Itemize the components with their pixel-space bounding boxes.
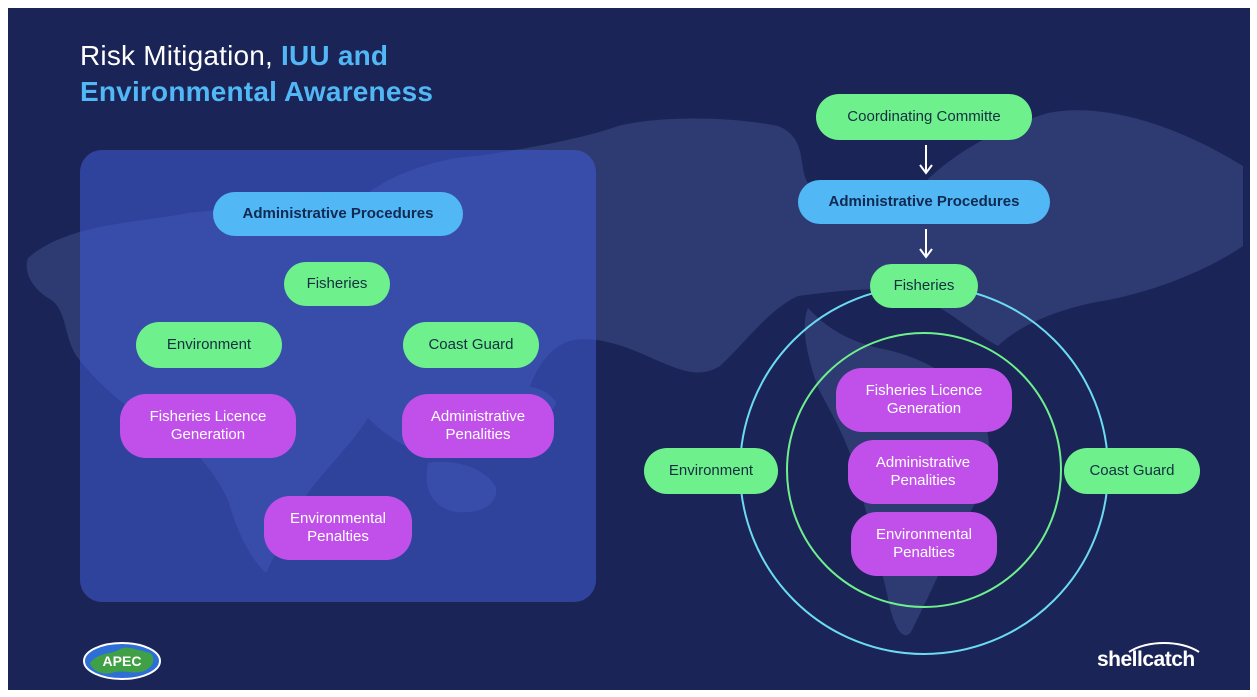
page-title: Risk Mitigation, IUU and Environmental A… (80, 38, 433, 110)
right-coordinating-committe-node: Coordinating Committe (816, 94, 1032, 140)
right-administrative-procedures-node: Administrative Procedures (798, 180, 1050, 224)
title-part-2: IUU and (281, 40, 389, 71)
right-coast-guard-node: Coast Guard (1064, 448, 1200, 494)
left-environmental-penalties-line-1: Environmental (290, 510, 386, 527)
right-environmental-penalties-line-1: Environmental (876, 526, 972, 543)
left-coast-guard-node: Coast Guard (403, 322, 539, 368)
right-environmental-penalties-line-2: Penalties (893, 544, 955, 561)
right-fisheries-node: Fisheries (870, 264, 978, 308)
slide: Risk Mitigation, IUU and Environmental A… (8, 8, 1250, 690)
right-fisheries-licence-line-2: Generation (886, 400, 962, 417)
inner-ring (786, 332, 1062, 608)
apec-logo-text: APEC (103, 653, 142, 669)
left-environmental-penalties-line-2: Penalties (307, 528, 369, 545)
title-part-1: Risk Mitigation, (80, 40, 282, 71)
right-administrative-penalities-line-1: Administrative (875, 454, 971, 471)
left-administrative-penalities-line-1: Administrative (430, 408, 526, 425)
right-environment-node: Environment (644, 448, 778, 494)
arrow-down-icon (919, 229, 933, 259)
apec-logo: APEC (83, 642, 161, 680)
left-fisheries-licence-line-2: Generation (170, 426, 246, 443)
title-part-3: Environmental Awareness (80, 76, 434, 107)
shellcatch-arc-icon (1128, 642, 1200, 653)
left-administrative-penalities-line-2: Penalities (445, 426, 511, 443)
left-fisheries-licence-line-1: Fisheries Licence (149, 408, 267, 425)
left-administrative-procedures-node: Administrative Procedures (213, 192, 463, 236)
left-environment-node: Environment (136, 322, 282, 368)
right-administrative-penalities-line-2: Penalities (890, 472, 956, 489)
right-fisheries-licence-line-1: Fisheries Licence (865, 382, 983, 399)
shellcatch-logo: shellcatch (1097, 642, 1200, 672)
shellcatch-logo-text: shellcatch (1097, 648, 1195, 671)
left-diagram-panel: Administrative Procedures Fisheries Envi… (80, 150, 596, 602)
arrow-down-icon (919, 145, 933, 175)
left-fisheries-node: Fisheries (284, 262, 390, 306)
